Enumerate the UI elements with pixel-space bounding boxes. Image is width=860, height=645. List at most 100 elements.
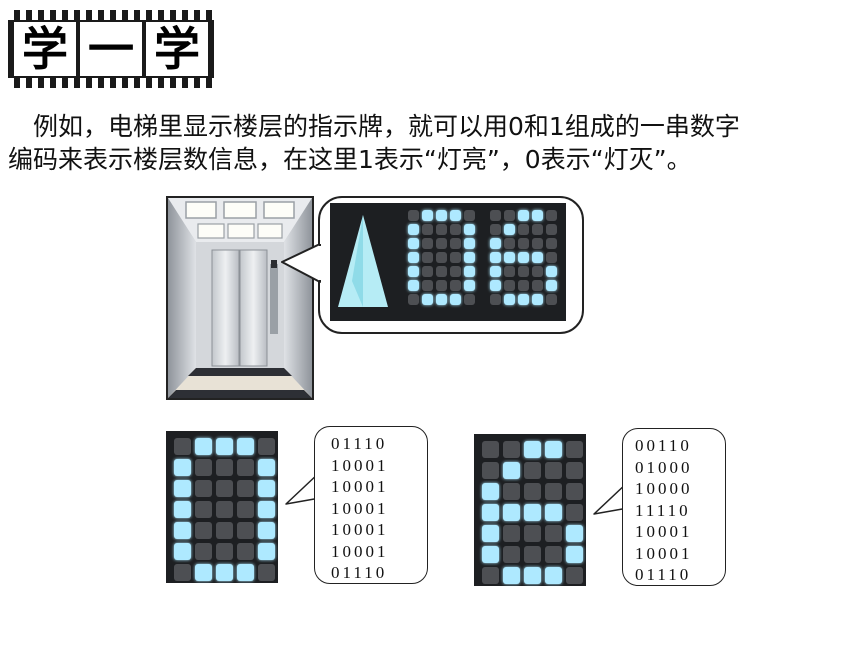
led-dot-unlit	[422, 266, 433, 277]
led-dot-unlit	[436, 266, 447, 277]
led-dot-unlit	[195, 459, 212, 476]
led-dot-unlit	[174, 564, 191, 581]
led-dot-unlit	[490, 224, 501, 235]
led-dot-lit	[503, 462, 520, 479]
led-dot-unlit	[258, 564, 275, 581]
led-dot-unlit	[546, 238, 557, 249]
led-dot-unlit	[422, 280, 433, 291]
led-dot-lit	[504, 294, 515, 305]
led-dot-unlit	[237, 501, 254, 518]
led-dot-lit	[504, 224, 515, 235]
led-dot-unlit	[464, 210, 475, 221]
led-dot-unlit	[532, 224, 543, 235]
led-dot-unlit	[524, 546, 541, 563]
led-dot-unlit	[450, 224, 461, 235]
paragraph-line-1: 例如，电梯里显示楼层的指示牌，就可以用0和1组成的一串数字	[8, 112, 740, 141]
elevator-photo	[166, 196, 314, 400]
code-line: 01110	[331, 563, 388, 582]
code-line: 10001	[331, 498, 389, 518]
led-dot-lit	[464, 252, 475, 263]
led-dot-unlit	[524, 462, 541, 479]
led-dot-lit	[504, 252, 515, 263]
led-dot-unlit	[237, 480, 254, 497]
led-dot-unlit	[545, 546, 562, 563]
led-dot-lit	[490, 238, 501, 249]
led-dot-lit	[518, 294, 529, 305]
led-dot-unlit	[546, 294, 557, 305]
film-perforation-bottom	[8, 78, 214, 88]
led-dot-lit	[490, 280, 501, 291]
led-dot-lit	[545, 504, 562, 521]
led-dot-unlit	[490, 294, 501, 305]
callout-tail	[281, 244, 322, 283]
led-dot-unlit	[546, 224, 557, 235]
led-dot-lit	[174, 480, 191, 497]
led-dot-unlit	[464, 294, 475, 305]
led-dot-lit	[174, 522, 191, 539]
led-dot-unlit	[566, 441, 583, 458]
led-dot-unlit	[422, 252, 433, 263]
led-dot-lit	[464, 238, 475, 249]
led-dot-unlit	[216, 522, 233, 539]
elevator-illustration	[168, 198, 312, 398]
led-dot-unlit	[532, 266, 543, 277]
code-line: 10001	[331, 541, 389, 561]
led-dot-unlit	[546, 252, 557, 263]
led-dot-lit	[482, 483, 499, 500]
led-dot-lit	[258, 459, 275, 476]
led-dot-lit	[532, 294, 543, 305]
led-dot-unlit	[482, 462, 499, 479]
led-dot-unlit	[545, 525, 562, 542]
up-arrow-icon	[338, 215, 388, 307]
led-dot-lit	[490, 252, 501, 263]
led-dot-lit	[482, 525, 499, 542]
led-dot-lit	[237, 564, 254, 581]
led-dot-unlit	[518, 280, 529, 291]
led-dot-unlit	[503, 546, 520, 563]
led-dot-unlit	[546, 210, 557, 221]
led-dot-unlit	[532, 280, 543, 291]
led-dot-lit	[546, 280, 557, 291]
led-dot-unlit	[524, 525, 541, 542]
led-dot-lit	[518, 252, 529, 263]
indicator-panel	[330, 203, 566, 321]
code-bubble-six: 00110 01000 10000 11110 10001 10001 0111…	[622, 428, 726, 586]
led-dot-unlit	[195, 501, 212, 518]
led-dot-lit	[532, 252, 543, 263]
led-dot-unlit	[482, 567, 499, 584]
led-dot-unlit	[450, 238, 461, 249]
led-dot-unlit	[216, 543, 233, 560]
code-line: 10001	[331, 477, 389, 496]
digit-six-display	[474, 434, 586, 586]
led-dot-unlit	[504, 266, 515, 277]
title-banner: 学 一 学	[8, 10, 214, 88]
led-dot-lit	[490, 266, 501, 277]
led-dot-unlit	[450, 280, 461, 291]
led-dot-lit	[216, 438, 233, 455]
code-line: 11110	[635, 500, 691, 520]
led-dot-unlit	[237, 522, 254, 539]
led-dot-lit	[545, 567, 562, 584]
led-dot-unlit	[216, 459, 233, 476]
led-dot-unlit	[237, 543, 254, 560]
led-dot-lit	[258, 501, 275, 518]
code-line: 10001	[331, 520, 389, 539]
code-line: 00110	[635, 436, 692, 455]
code-line: 10001	[635, 522, 693, 541]
led-dot-unlit	[545, 483, 562, 500]
led-dot-lit	[566, 525, 583, 542]
led-dot-lit	[422, 210, 433, 221]
led-dot-unlit	[258, 438, 275, 455]
led-dot-unlit	[518, 224, 529, 235]
led-dot-lit	[450, 210, 461, 221]
led-dot-unlit	[524, 483, 541, 500]
led-dot-unlit	[566, 483, 583, 500]
led-dot-lit	[464, 280, 475, 291]
film-perforation-top	[8, 10, 214, 20]
led-dot-unlit	[490, 210, 501, 221]
led-dot-lit	[258, 543, 275, 560]
led-dot-lit	[195, 438, 212, 455]
led-dot-unlit	[422, 238, 433, 249]
led-dot-lit	[174, 543, 191, 560]
led-dot-unlit	[532, 238, 543, 249]
